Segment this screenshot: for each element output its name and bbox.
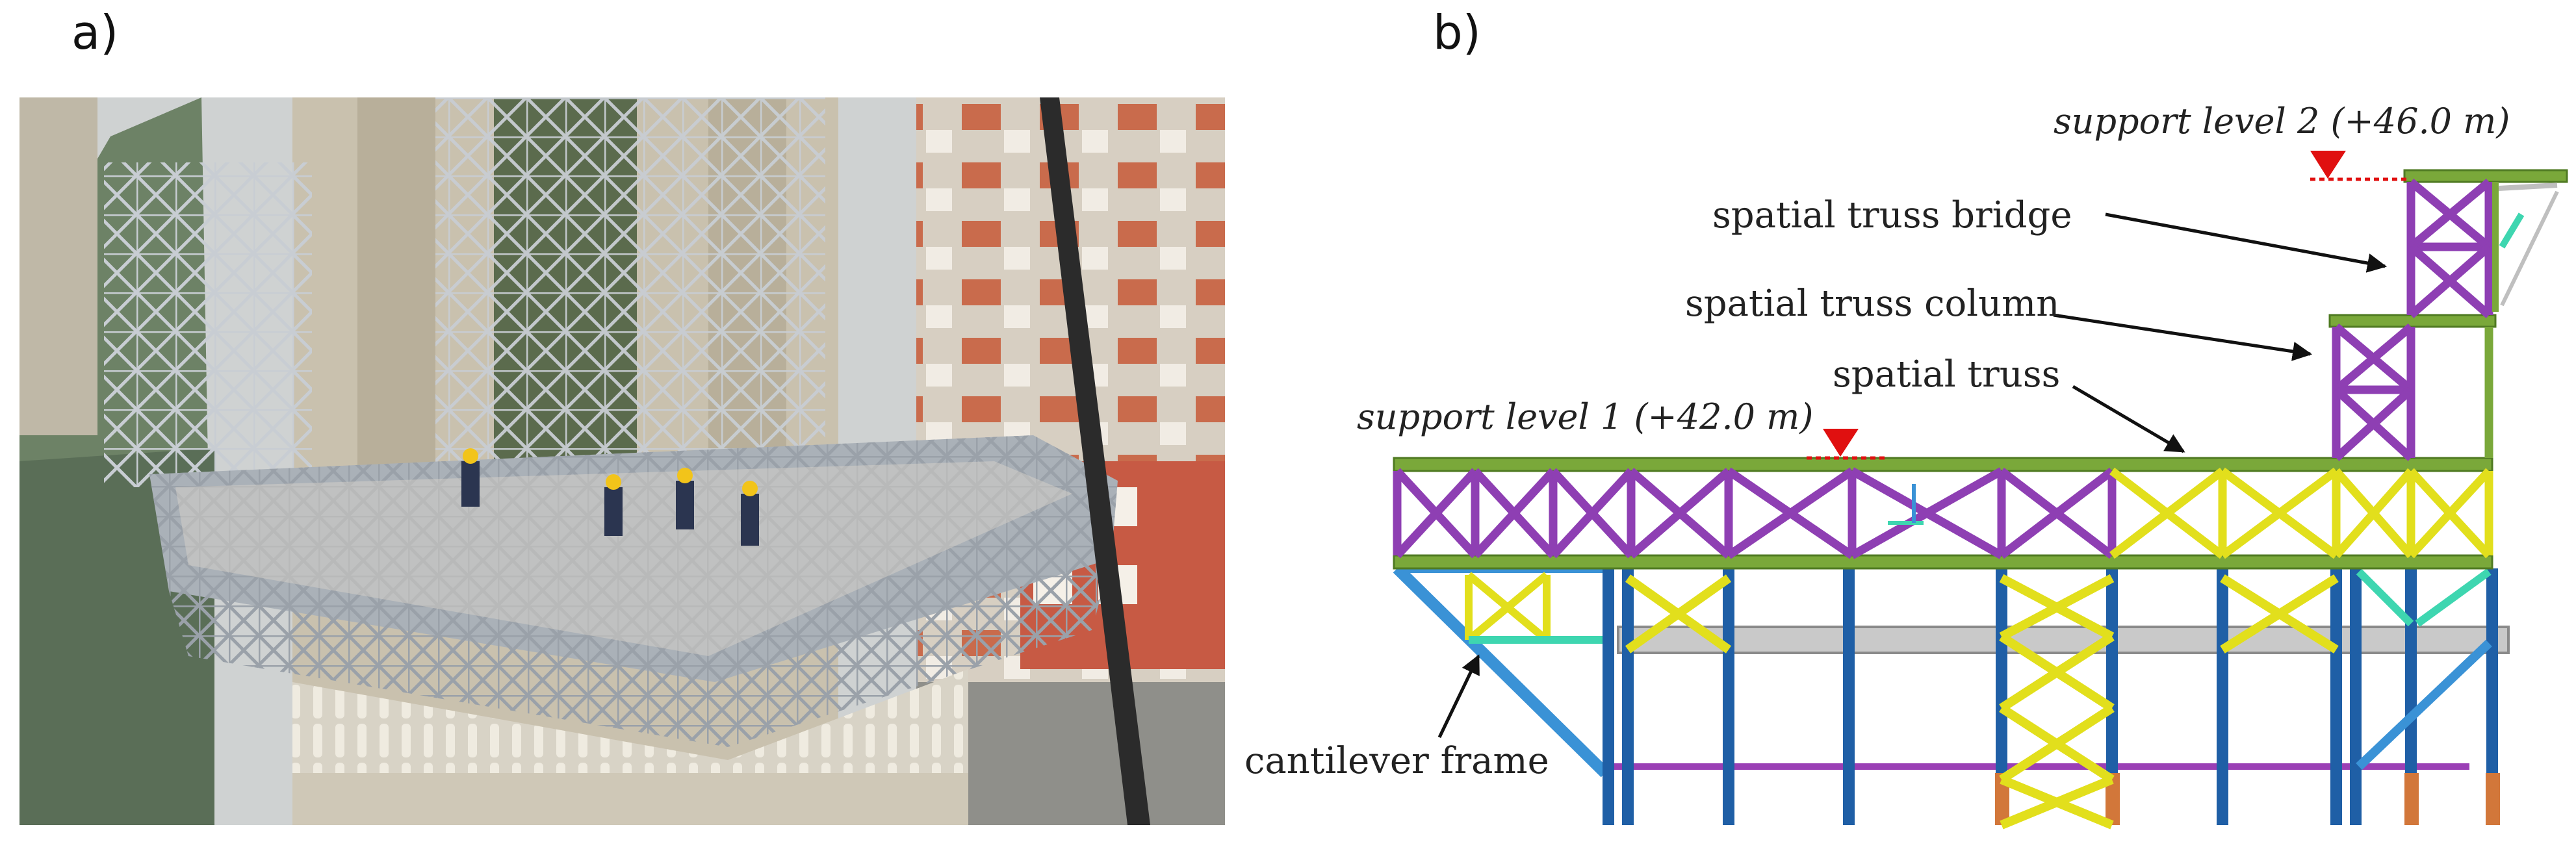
- scaffold-photo: [19, 97, 1225, 825]
- spatial-truss-bridge: [2403, 169, 2568, 318]
- spatial-truss-label: spatial truss: [1833, 353, 2060, 396]
- panel-label-a: a): [71, 5, 119, 60]
- support-level-2-marker: [2310, 151, 2408, 181]
- spatial-truss-column: [2328, 314, 2497, 461]
- spatial-truss: [1393, 457, 2493, 570]
- support-level-2-label: support level 2 (+46.0 m): [2054, 101, 2510, 142]
- support-triangle-icon: [1823, 429, 1859, 457]
- spatial-truss-column-label: spatial truss column: [1685, 283, 2059, 325]
- arrow-icon: [2053, 313, 2312, 361]
- support-level-1-label: support level 1 (+42.0 m): [1357, 396, 1813, 437]
- spatial-truss-bridge-label: spatial truss bridge: [1712, 194, 2072, 236]
- gangway-beam: [1617, 626, 2510, 654]
- lower-bracing: [1625, 574, 2339, 830]
- arrow-icon: [1437, 654, 1480, 739]
- scaffold-photo-illustration: [19, 97, 1225, 825]
- support-level-1-marker: [1807, 429, 1888, 460]
- arrow-icon: [2105, 212, 2387, 273]
- arrow-icon: [2072, 385, 2185, 453]
- support-triangle-icon: [2310, 151, 2346, 179]
- cantilever-frame-label: cantilever frame: [1244, 740, 1549, 782]
- panel-label-b: b): [1433, 5, 1481, 60]
- right-lower-bracing: [2356, 568, 2492, 770]
